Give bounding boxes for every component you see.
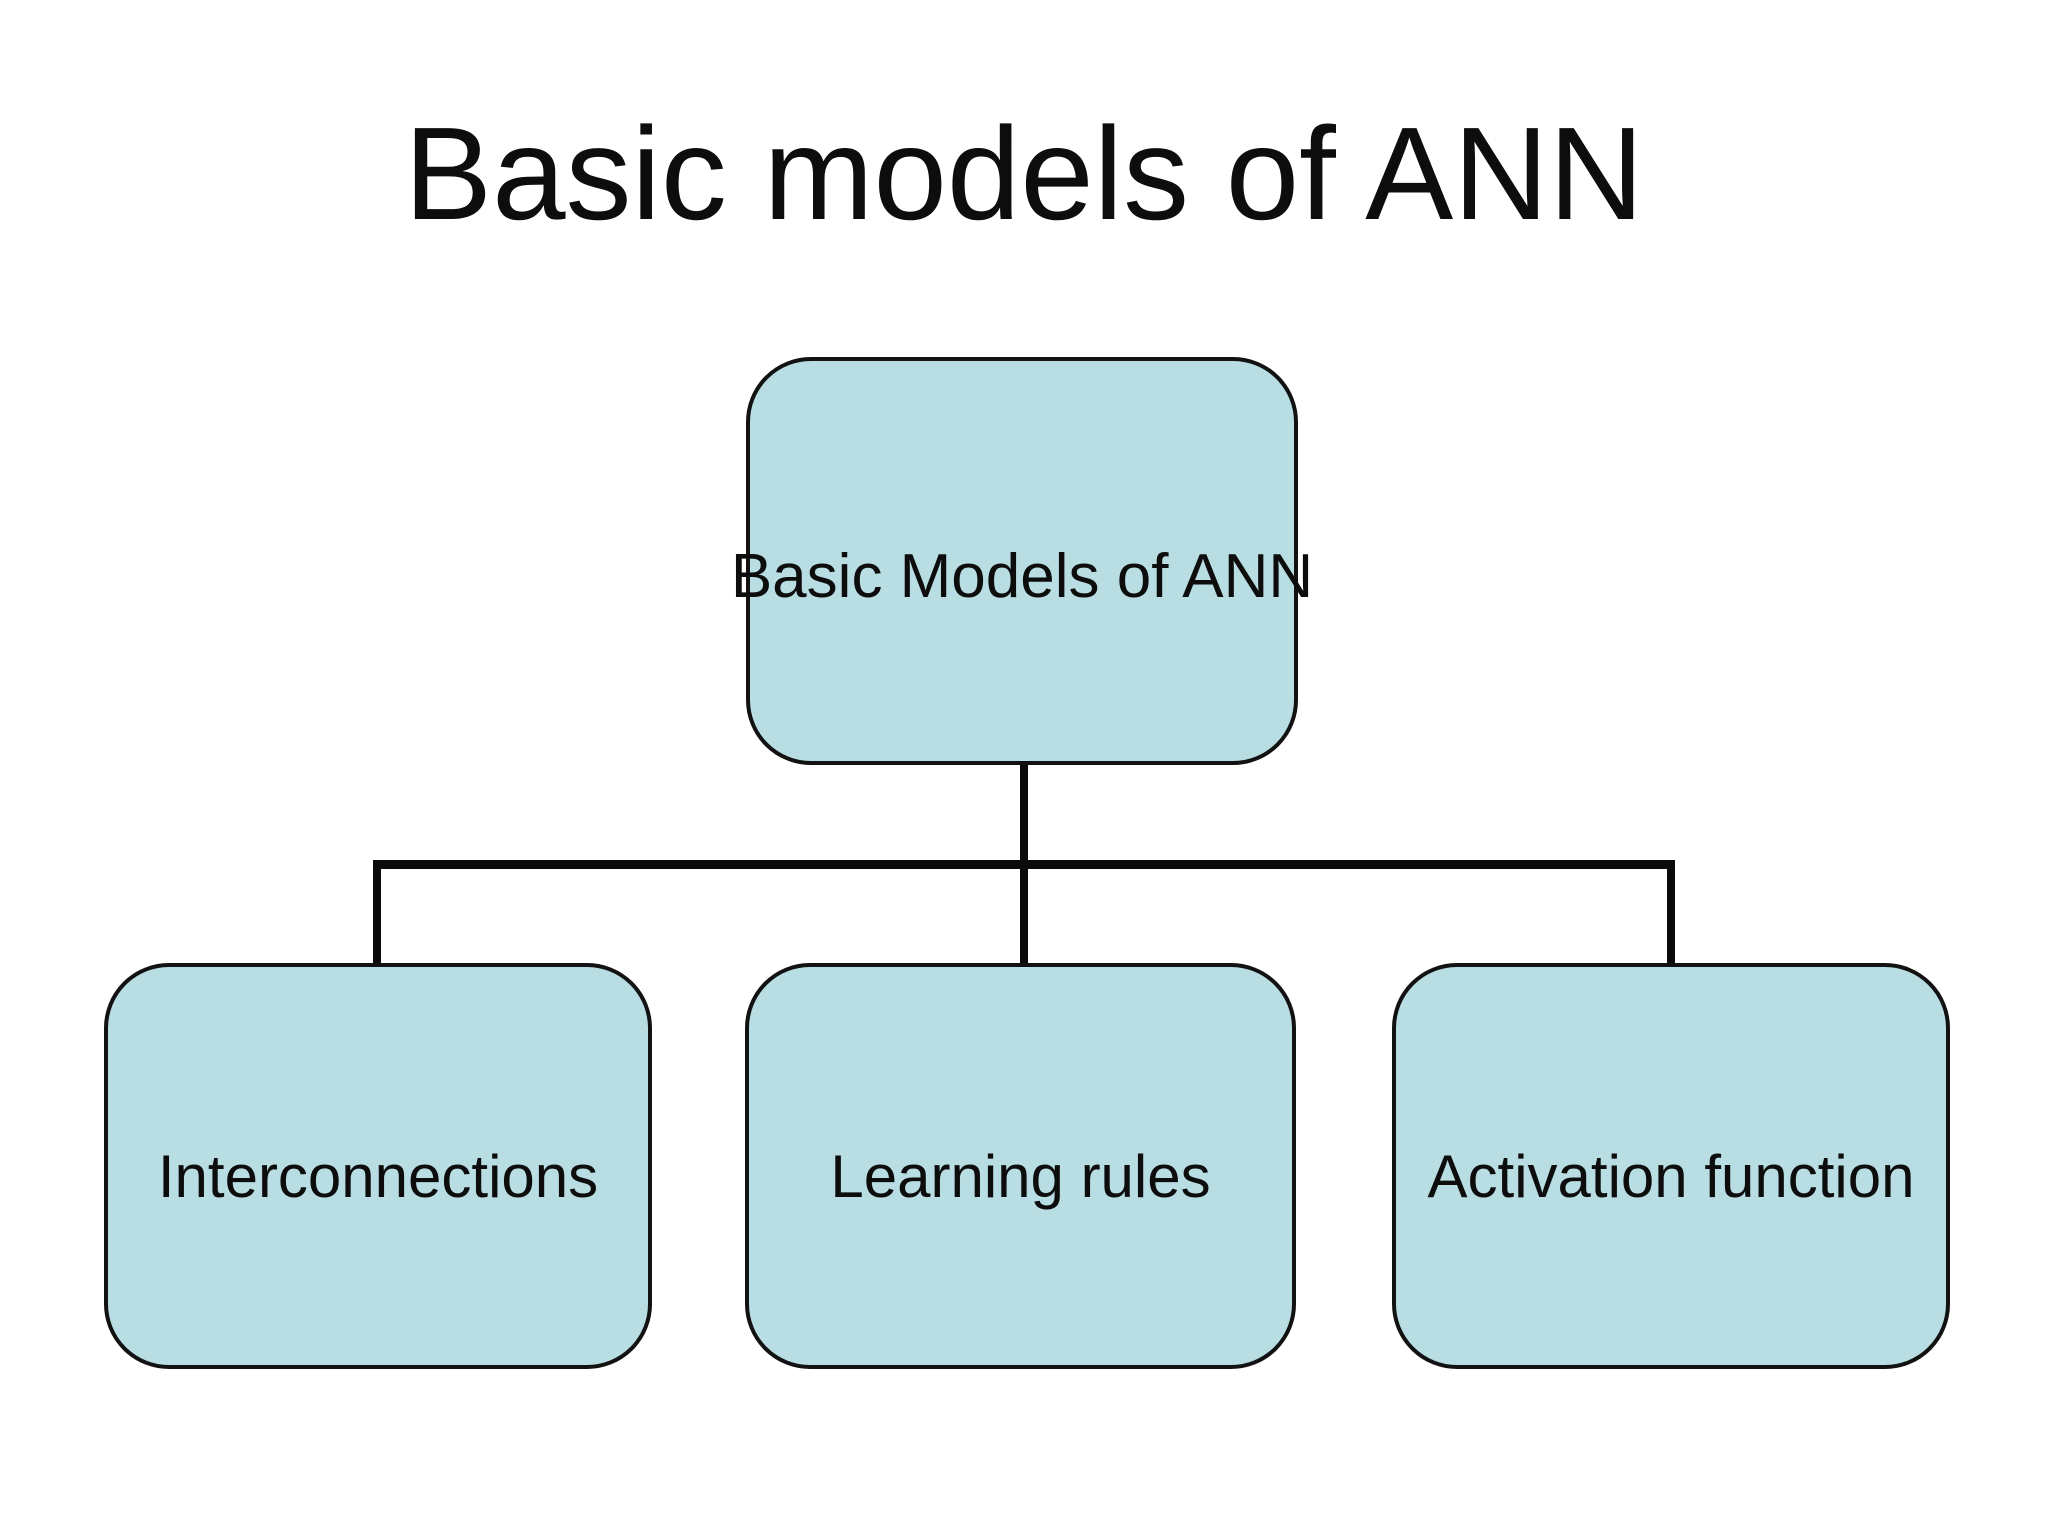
node-label: Interconnections	[157, 1142, 599, 1210]
node-interconnections: Interconnections	[104, 963, 652, 1369]
page-title: Basic models of ANN	[404, 100, 1644, 247]
connector-horizontal-bar	[373, 860, 1675, 869]
node-label: Learning rules	[830, 1142, 1211, 1210]
node-learning-rules: Learning rules	[745, 963, 1296, 1369]
node-label: Activation function	[1427, 1142, 1915, 1210]
node-activation-function: Activation function	[1392, 963, 1950, 1369]
node-label: Basic Models of ANN	[730, 542, 1314, 612]
connector-drop-left	[373, 860, 381, 964]
node-basic-models-of-ann: Basic Models of ANN	[731, 357, 1313, 765]
connector-drop-right	[1667, 860, 1675, 964]
